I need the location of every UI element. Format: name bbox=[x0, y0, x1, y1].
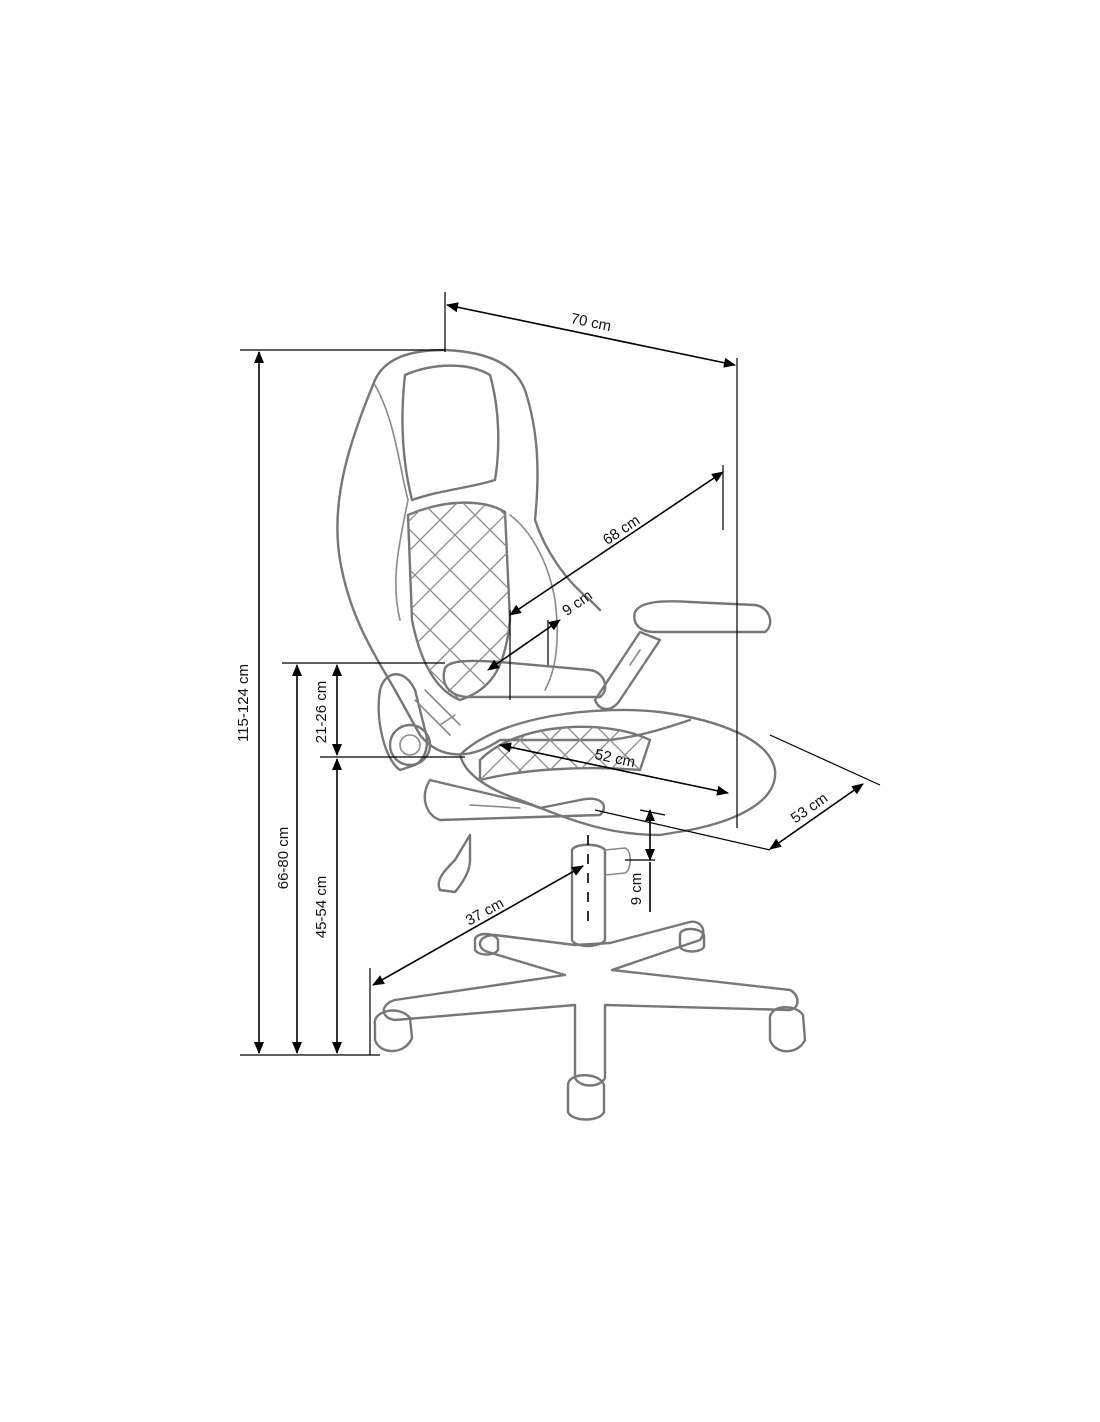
label-gas-lift-travel: 9 cm bbox=[628, 873, 645, 906]
dim-seat-width bbox=[769, 783, 864, 850]
dim-armrest-width bbox=[487, 619, 561, 671]
armrest-pivot-left bbox=[388, 723, 432, 767]
gas-lift-cover bbox=[604, 847, 632, 876]
armrest-pivot-left-inner bbox=[399, 734, 421, 756]
label-seat-height: 45-54 cm bbox=[313, 876, 330, 939]
seat-cushion bbox=[458, 708, 777, 837]
tilt-lever bbox=[437, 833, 472, 894]
headrest-panel bbox=[401, 364, 500, 502]
back-quilting bbox=[408, 502, 510, 700]
label-armrest-width: 9 cm bbox=[559, 587, 595, 620]
label-backrest-height: 68 cm bbox=[600, 512, 643, 549]
dimension-lines bbox=[240, 292, 881, 1056]
right-armrest-pad bbox=[633, 600, 772, 634]
label-armrest-height: 21-26 cm bbox=[313, 681, 330, 744]
label-total-height: 115-124 cm bbox=[235, 664, 252, 742]
dim-base-radius bbox=[372, 865, 584, 986]
dim-seat-depth bbox=[499, 742, 729, 796]
left-armrest-bracket bbox=[414, 689, 461, 736]
left-armrest-pad bbox=[442, 659, 607, 699]
dim-backrest-height bbox=[509, 471, 724, 616]
casters bbox=[373, 927, 807, 1121]
chair-outline bbox=[336, 348, 807, 1121]
seat-mechanism bbox=[423, 778, 606, 822]
dim-overall-width bbox=[446, 302, 736, 368]
headrest-side bbox=[374, 384, 409, 621]
backrest-shell bbox=[336, 348, 692, 756]
right-armrest-support bbox=[593, 630, 662, 711]
label-armrest-floor-height: 66-80 cm bbox=[275, 827, 292, 890]
left-armrest-support bbox=[377, 673, 429, 772]
label-base-radius: 37 cm bbox=[463, 895, 507, 930]
